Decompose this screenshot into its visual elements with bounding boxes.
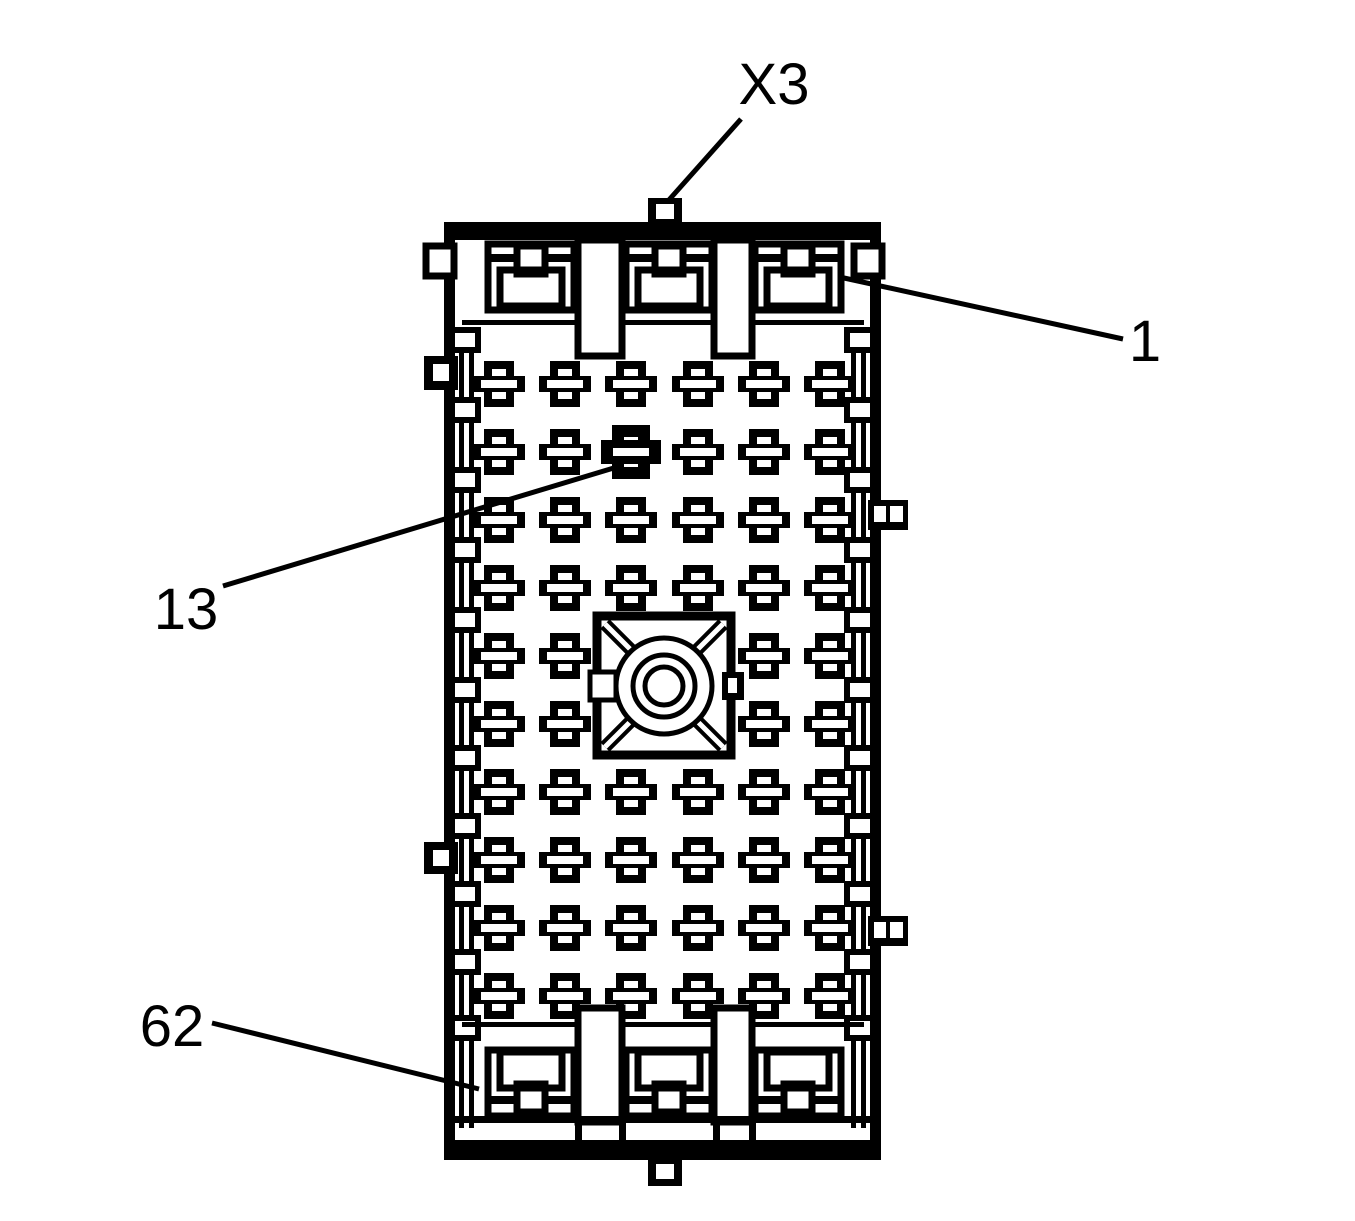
terminal-cavity — [539, 701, 591, 747]
terminal-cavity — [473, 497, 525, 543]
terminal-cavity — [605, 361, 657, 407]
terminal-cavity — [738, 769, 790, 815]
terminal-cavity — [539, 633, 591, 679]
callout-labels: X3 1 13 62 — [140, 52, 1161, 1059]
terminal-cavity — [738, 701, 790, 747]
leader-line-62 — [211, 1020, 480, 1092]
terminal-cavity — [804, 497, 856, 543]
terminal-cavity — [804, 361, 856, 407]
terminal-cavity — [672, 973, 724, 1019]
leader-lines — [211, 117, 1124, 1092]
terminal-cavity — [672, 769, 724, 815]
terminal-cavity — [804, 429, 856, 475]
terminal-cavity — [539, 837, 591, 883]
terminal-cavity — [539, 905, 591, 951]
terminal-cavity — [473, 361, 525, 407]
terminal-cavity — [738, 973, 790, 1019]
terminal-cavity — [804, 701, 856, 747]
terminal-cavity — [473, 701, 525, 747]
terminal-cavity — [738, 497, 790, 543]
large-terminal-blocks-top — [484, 236, 845, 360]
large-terminal-blocks-bottom — [455, 1004, 875, 1144]
housing-frame — [422, 198, 908, 1186]
terminal-cavity — [804, 633, 856, 679]
center-bolt-post — [587, 611, 744, 760]
terminal-cavity — [473, 973, 525, 1019]
terminal-cavity — [473, 905, 525, 951]
terminal-cavity — [473, 633, 525, 679]
leader-line-13 — [222, 464, 618, 589]
callout-connector-label: X3 — [739, 52, 810, 117]
connector-structure — [422, 198, 908, 1186]
terminal-cavity — [672, 497, 724, 543]
terminal-cavity — [473, 837, 525, 883]
callout-terminal-1-label: 1 — [1129, 309, 1161, 374]
terminal-cavity — [473, 769, 525, 815]
terminal-cavity — [672, 565, 724, 611]
terminal-cavity — [605, 497, 657, 543]
terminal-cavity — [672, 361, 724, 407]
terminal-cavity — [804, 565, 856, 611]
terminal-cavity — [804, 837, 856, 883]
terminal-cavity — [738, 429, 790, 475]
terminal-cavity — [804, 905, 856, 951]
terminal-cavity — [738, 361, 790, 407]
terminal-cavity — [605, 973, 657, 1019]
terminal-cavity — [738, 633, 790, 679]
callout-terminal-62-label: 62 — [140, 994, 205, 1059]
leader-line-1 — [843, 275, 1124, 342]
terminal-cavity — [473, 429, 525, 475]
terminal-cavity — [804, 973, 856, 1019]
terminal-cavity — [539, 429, 591, 475]
terminal-cavity — [539, 497, 591, 543]
terminal-cavity — [539, 973, 591, 1019]
terminal-cavity — [738, 565, 790, 611]
terminal-cavity — [672, 429, 724, 475]
terminal-cavity — [605, 905, 657, 951]
terminal-cavity — [605, 565, 657, 611]
terminal-cavity — [738, 837, 790, 883]
terminal-cavity — [539, 565, 591, 611]
terminal-cavity — [605, 769, 657, 815]
bolt-hole-inner-ring — [642, 664, 686, 708]
terminal-cavity — [539, 769, 591, 815]
terminal-cavity — [605, 837, 657, 883]
terminal-cavity — [539, 361, 591, 407]
terminal-cavity — [473, 565, 525, 611]
leader-line-x3 — [666, 117, 743, 203]
terminal-cavity — [738, 905, 790, 951]
terminal-cavity-13 — [601, 425, 661, 479]
terminal-cavity — [672, 837, 724, 883]
terminal-cavity — [672, 905, 724, 951]
terminal-cavity — [804, 769, 856, 815]
callout-terminal-13-label: 13 — [154, 577, 219, 642]
